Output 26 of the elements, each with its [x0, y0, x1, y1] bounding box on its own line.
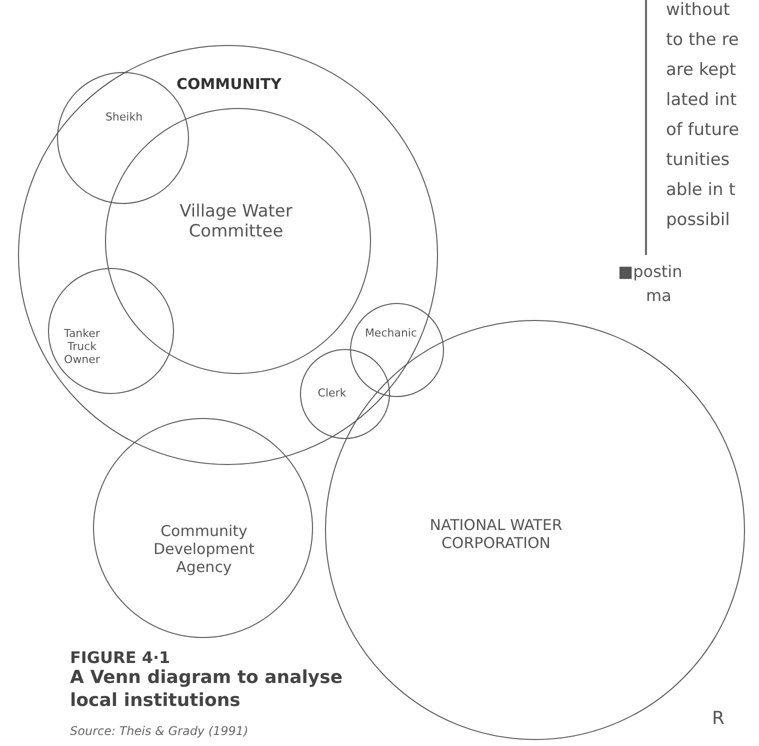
text-fragment: ma: [646, 286, 672, 305]
source-note: Source: Theis & Grady (1991): [70, 724, 248, 738]
text-fragment: tunities: [666, 150, 730, 170]
venn-circle: [18, 45, 438, 465]
venn-circle: [350, 303, 444, 397]
circle-label: Tanker Truck Owner: [63, 327, 101, 367]
figure-caption: A Venn diagram to analyse local institutions: [70, 667, 344, 712]
text-fragment: to the re: [666, 30, 739, 50]
circle-label: NATIONAL WATER CORPORATION: [428, 516, 564, 552]
circle-label: Village Water Committee: [178, 202, 294, 242]
text-fragment: ■postin: [618, 262, 682, 281]
figure-number: FIGURE 4·1: [70, 648, 170, 667]
circle-label: COMMUNITY: [175, 75, 283, 93]
circle-label: Community Development Agency: [152, 522, 256, 576]
circle-label: Clerk: [316, 386, 348, 400]
circle-label: Sheikh: [104, 110, 144, 124]
circle-label: Mechanic: [364, 326, 418, 340]
venn-circle: [93, 418, 313, 638]
text-fragment: are kept: [666, 60, 736, 80]
text-fragment: possibil: [666, 210, 730, 230]
text-fragment: R: [712, 708, 725, 729]
venn-circle: [48, 268, 174, 394]
text-fragment: without: [666, 0, 730, 20]
text-fragment: lated int: [666, 90, 737, 110]
text-fragment: of future: [666, 120, 740, 140]
text-fragment: able in t: [666, 180, 736, 200]
